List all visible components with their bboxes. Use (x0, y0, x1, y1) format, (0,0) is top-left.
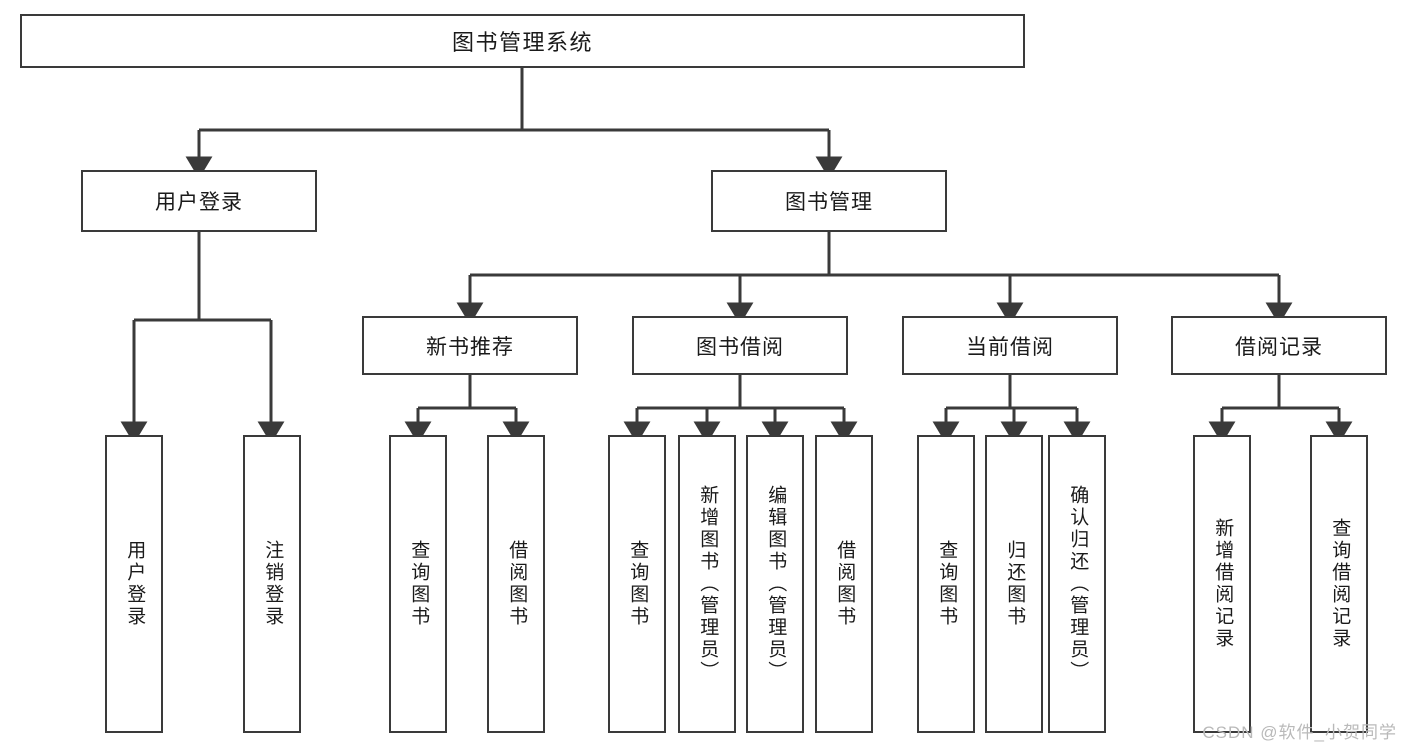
leaf-user-logout[interactable]: 注销登录 (243, 435, 301, 733)
node-label: 图书管理 (785, 191, 873, 214)
leaf-edit-book-admin[interactable]: 编辑图书（管理员） (746, 435, 804, 733)
leaf-user-login[interactable]: 用户登录 (105, 435, 163, 733)
node-label: 查询图书 (627, 540, 649, 628)
node-borrow-record[interactable]: 借阅记录 (1171, 316, 1387, 375)
node-label: 注销登录 (262, 540, 284, 628)
node-label: 借阅记录 (1235, 335, 1323, 359)
node-label: 查询图书 (936, 540, 958, 628)
watermark: CSDN @软件_小贺同学 (1202, 723, 1397, 742)
node-label: 归还图书 (1004, 540, 1026, 628)
node-label: 编辑图书（管理员） (765, 485, 787, 683)
node-label: 借阅图书 (834, 540, 856, 628)
node-label: 查询借阅记录 (1329, 518, 1351, 650)
node-book-management[interactable]: 图书管理 (711, 170, 947, 232)
leaf-add-borrow-record[interactable]: 新增借阅记录 (1193, 435, 1251, 733)
node-label: 确认归还（管理员） (1067, 485, 1089, 683)
node-label: 图书借阅 (696, 335, 784, 359)
node-label: 图书管理系统 (451, 30, 593, 55)
node-label: 用户登录 (124, 540, 146, 628)
node-book-borrow[interactable]: 图书借阅 (632, 316, 848, 375)
leaf-borrow-book-recommend[interactable]: 借阅图书 (487, 435, 545, 733)
node-label: 新增借阅记录 (1212, 518, 1234, 650)
leaf-add-book-admin[interactable]: 新增图书（管理员） (678, 435, 736, 733)
node-root-system[interactable]: 图书管理系统 (20, 14, 1025, 68)
node-label: 用户登录 (155, 191, 243, 214)
node-label: 查询图书 (408, 540, 430, 628)
leaf-query-book-borrow[interactable]: 查询图书 (608, 435, 666, 733)
leaf-query-borrow-record[interactable]: 查询借阅记录 (1310, 435, 1368, 733)
node-label: 新增图书（管理员） (697, 485, 719, 683)
leaf-query-book-recommend[interactable]: 查询图书 (389, 435, 447, 733)
node-label: 新书推荐 (426, 335, 514, 359)
leaf-borrow-book[interactable]: 借阅图书 (815, 435, 873, 733)
node-label: 借阅图书 (506, 540, 528, 628)
leaf-query-book-current[interactable]: 查询图书 (917, 435, 975, 733)
node-current-borrow[interactable]: 当前借阅 (902, 316, 1118, 375)
node-user-login[interactable]: 用户登录 (81, 170, 317, 232)
leaf-confirm-return-admin[interactable]: 确认归还（管理员） (1048, 435, 1106, 733)
node-label: 当前借阅 (966, 335, 1054, 359)
leaf-return-book[interactable]: 归还图书 (985, 435, 1043, 733)
node-new-book-recommend[interactable]: 新书推荐 (362, 316, 578, 375)
